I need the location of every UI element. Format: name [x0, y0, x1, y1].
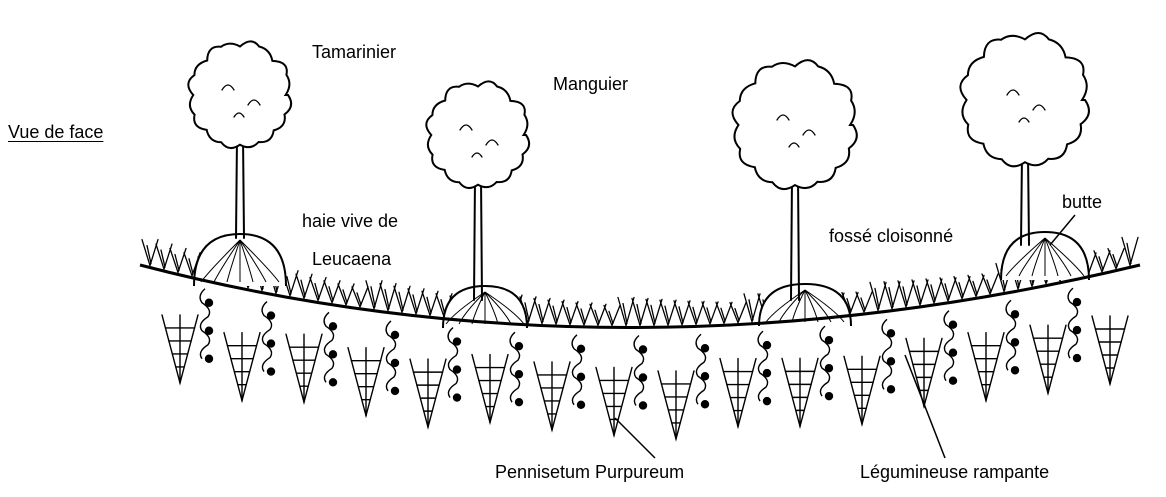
mound-label: butte — [1062, 193, 1102, 211]
hedge-tuft — [604, 305, 620, 325]
hedge-tuft — [940, 278, 956, 301]
legume-vine — [944, 311, 956, 385]
legume-vine — [758, 331, 770, 405]
pennisetum-clump — [596, 367, 632, 435]
pennisetum-clump — [844, 356, 880, 424]
hedge-tuft — [898, 281, 914, 307]
hedge-tuft — [170, 248, 186, 272]
legume-vine — [324, 312, 336, 386]
legume-vine — [634, 335, 646, 409]
hedge-tuft — [954, 277, 970, 299]
tamarind-label: Tamarinier — [312, 43, 396, 61]
pennisetum-clump — [782, 358, 818, 426]
hedge-tuft — [744, 294, 760, 322]
hedge-tuft — [618, 297, 634, 325]
tree — [188, 41, 291, 238]
hedge-tuft — [548, 300, 564, 324]
hedge-tuft — [590, 304, 606, 325]
hedge-tuft — [674, 301, 690, 325]
hedge-tuft — [1094, 251, 1110, 272]
hedge-tuft — [1122, 237, 1138, 265]
mango-label: Manguier — [553, 75, 628, 93]
hedge-tuft — [856, 292, 872, 312]
tree — [733, 60, 857, 300]
mound — [1001, 232, 1089, 280]
hedge-tuft — [576, 303, 592, 325]
hedge-tuft — [422, 291, 438, 315]
tree-crown — [188, 41, 291, 148]
pennisetum-label: Pennisetum Purpureum — [495, 463, 684, 481]
hedge-tuft — [352, 287, 368, 307]
pennisetum-clump — [658, 371, 694, 439]
legume-leader — [905, 355, 945, 458]
hedge-tuft — [982, 274, 998, 294]
leucaena-hedge — [142, 237, 1138, 325]
legume-vine — [1006, 300, 1018, 374]
pennisetum-clump — [1030, 325, 1066, 393]
hedge-tuft — [660, 300, 676, 325]
hedge-tuft — [688, 301, 704, 324]
ditch-label: fossé cloisonné — [829, 227, 953, 245]
legume-vine — [1068, 288, 1080, 362]
hedge-tuft — [702, 302, 718, 324]
legume-label: Légumineuse rampante — [860, 463, 1049, 481]
legume-vine — [262, 302, 274, 376]
hedge-tuft — [156, 244, 172, 269]
pennisetum-clump — [410, 359, 446, 427]
pennisetum-clump — [348, 348, 384, 416]
legume-vine — [448, 328, 460, 402]
legume-vine — [200, 289, 212, 363]
pennisetum-clump — [472, 355, 508, 423]
hedge-tuft — [884, 282, 900, 309]
legume-vine — [572, 335, 584, 409]
pennisetum-clump — [162, 315, 198, 383]
hedge-tuft — [870, 282, 886, 310]
hedge-tuft — [968, 275, 984, 296]
legume-vine — [882, 319, 894, 393]
tree-trunk — [236, 137, 244, 238]
hedge-tuft — [562, 302, 578, 325]
hedge-tuft — [142, 240, 158, 266]
tree-crown — [733, 60, 857, 189]
hedge-tuft — [408, 289, 424, 314]
pennisetum-leader — [615, 418, 655, 458]
legume-vine — [386, 321, 398, 395]
tree-crown — [960, 33, 1089, 166]
tree-trunk — [1021, 154, 1029, 245]
legume-vine — [820, 326, 832, 400]
hedge-tuft — [730, 303, 746, 323]
hedge-tuft — [366, 281, 382, 309]
hedge-label-line2: Leucaena — [312, 250, 391, 268]
hedge-tuft — [926, 279, 942, 303]
pennisetum-clump — [534, 362, 570, 430]
mound — [194, 234, 286, 286]
hedge-tuft — [534, 299, 550, 324]
legume-vine — [696, 334, 708, 408]
hedge-tuft — [716, 302, 732, 323]
hedge-tuft — [380, 284, 396, 311]
pennisetum-clump — [1092, 316, 1128, 384]
legume-vine — [510, 332, 522, 406]
hedge-tuft — [394, 286, 410, 312]
tree — [426, 81, 529, 300]
pennisetum-clump — [720, 359, 756, 427]
pennisetum-clump — [286, 334, 322, 402]
tree-crown — [426, 81, 529, 188]
hedge-tuft — [1108, 249, 1124, 269]
hedge-tuft — [646, 299, 662, 325]
hedge-label-line1: haie vive de — [302, 212, 398, 230]
hedge-tuft — [632, 298, 648, 325]
hedge-tuft — [912, 280, 928, 305]
view-label: Vue de face — [8, 123, 103, 141]
tree-trunk — [474, 177, 482, 300]
tree — [960, 33, 1089, 245]
pennisetum-clump — [968, 333, 1004, 401]
tree-trunk — [791, 177, 799, 300]
pennisetum-clump — [224, 333, 260, 401]
